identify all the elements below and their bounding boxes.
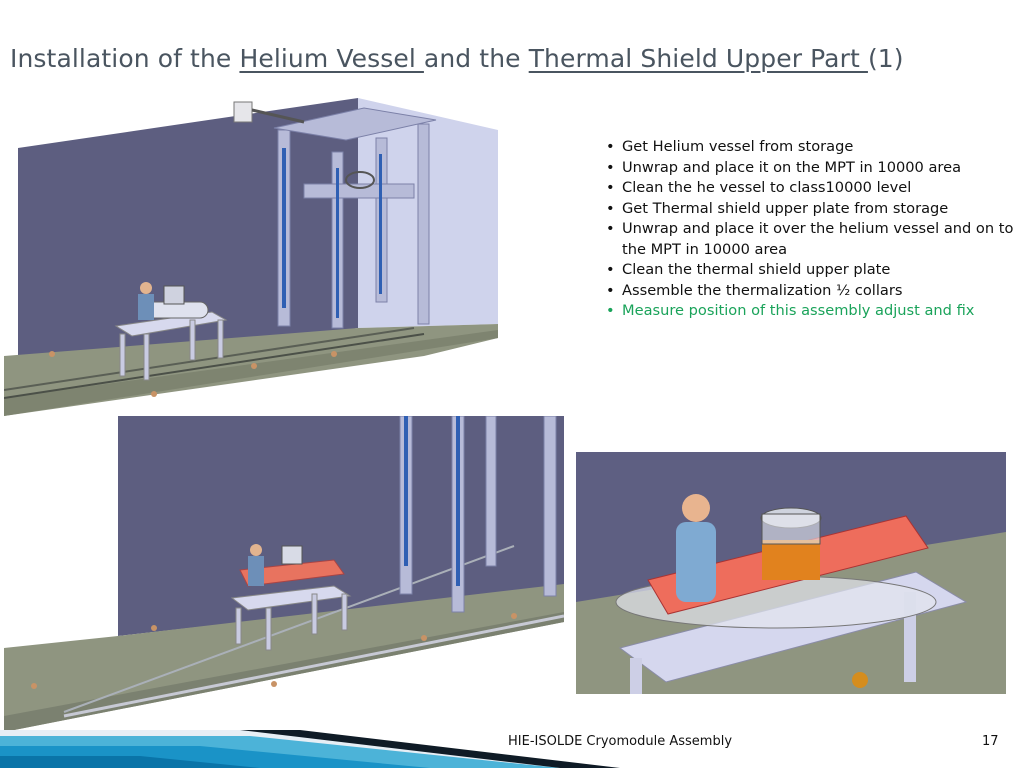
- close-up-render: [576, 452, 1006, 694]
- page-number: 17: [982, 734, 999, 749]
- title-part-1: Installation of the: [10, 44, 240, 73]
- footer-text: HIE-ISOLDE Cryomodule Assembly: [508, 734, 733, 749]
- list-item: Assemble the thermalization ½ collars: [604, 281, 1018, 302]
- title-part-3: and the: [423, 44, 529, 73]
- list-item: Clean the he vessel to class10000 level: [604, 178, 1018, 199]
- title-part-5: (1): [867, 44, 904, 73]
- slide-title: Installation of the Helium Vessel and th…: [10, 44, 904, 73]
- list-item: Unwrap and place it over the helium vess…: [604, 219, 1018, 260]
- title-link-helium-vessel: Helium Vessel: [239, 44, 424, 73]
- footer-decoration: [0, 730, 620, 768]
- list-item: Get Thermal shield upper plate from stor…: [604, 199, 1018, 220]
- task-list: Get Helium vessel from storage Unwrap an…: [604, 137, 1018, 322]
- clean-room-render-1: [4, 98, 500, 416]
- list-item: Unwrap and place it on the MPT in 10000 …: [604, 158, 1018, 179]
- title-link-thermal-shield: Thermal Shield Upper Part: [528, 44, 868, 73]
- clean-room-render-2: [4, 416, 564, 732]
- list-item-highlight: Measure position of this assembly adjust…: [604, 301, 1018, 322]
- list-item: Clean the thermal shield upper plate: [604, 260, 1018, 281]
- list-item: Get Helium vessel from storage: [604, 137, 1018, 158]
